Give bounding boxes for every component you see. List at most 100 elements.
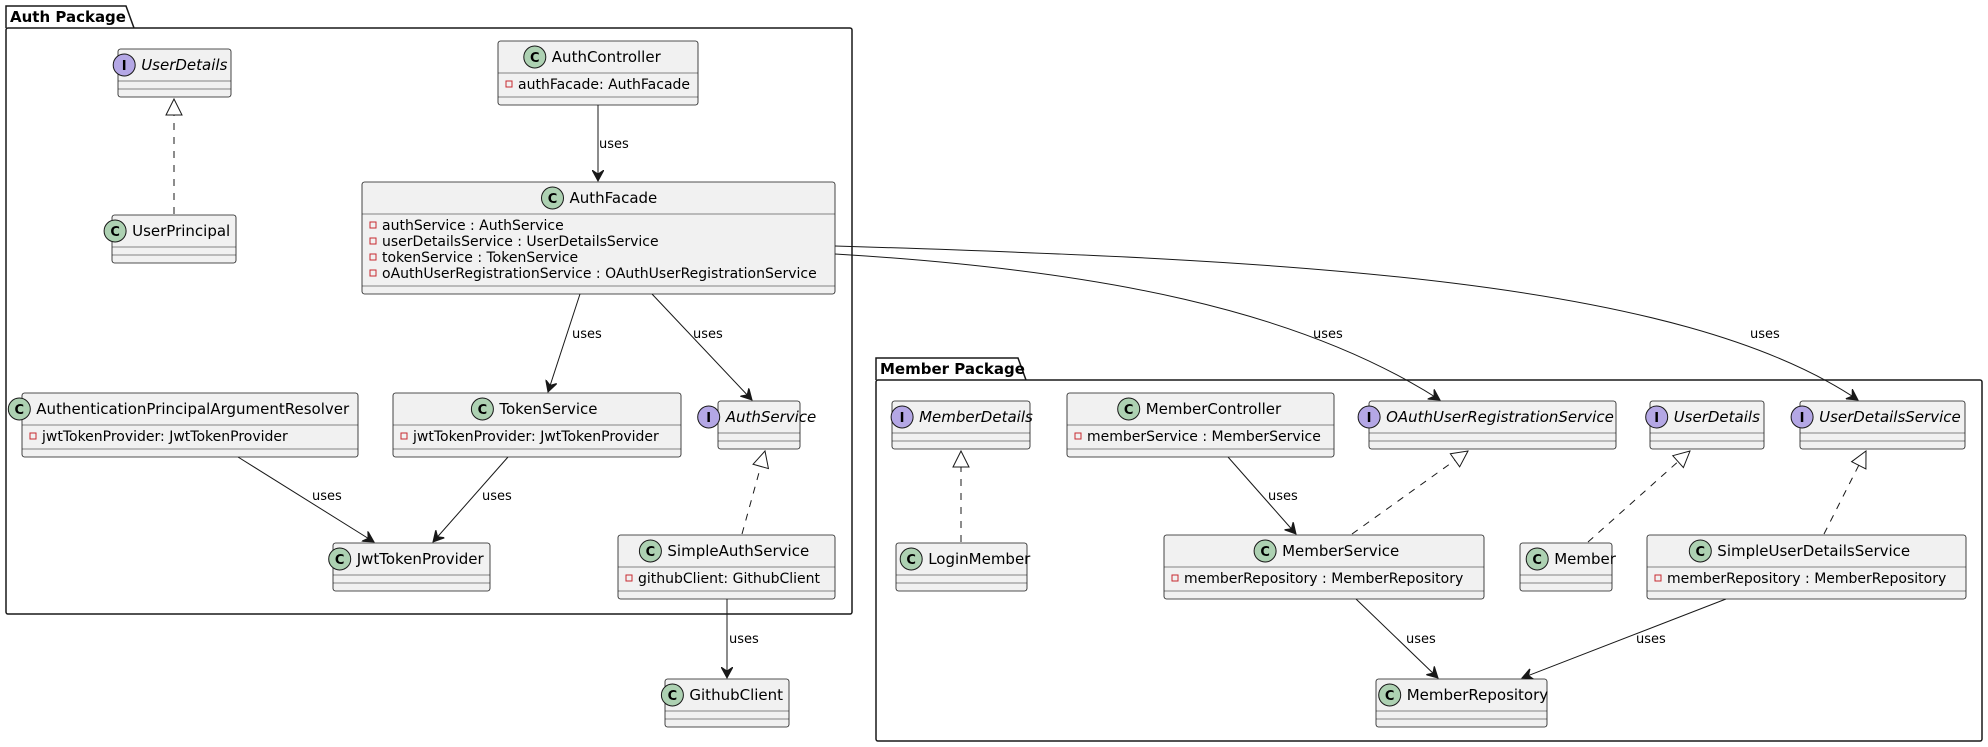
realization-edge-simpleuserdetailsservice-to-userdetailsservice bbox=[1823, 451, 1866, 535]
private-visibility-icon bbox=[369, 221, 377, 229]
svg-text:C: C bbox=[335, 553, 345, 568]
svg-text:I: I bbox=[900, 411, 905, 426]
interface-box-auth_userdetails[interactable]: I UserDetails bbox=[112, 48, 232, 98]
class-box-githubclient[interactable]: C GithubClient bbox=[660, 678, 790, 728]
edge-label: uses bbox=[1313, 327, 1343, 342]
class-box-authfacade[interactable]: C AuthFacade authService : AuthServiceuser… bbox=[361, 181, 836, 295]
svg-text:C: C bbox=[1260, 545, 1270, 560]
class-field: memberRepository : MemberRepository bbox=[1667, 571, 1946, 587]
class-name: UserDetails bbox=[141, 56, 227, 74]
realization-edge-member-to-member_userdetails bbox=[1587, 451, 1690, 543]
private-visibility-icon bbox=[369, 237, 377, 245]
svg-text:C: C bbox=[668, 689, 678, 704]
class-name: LoginMember bbox=[928, 550, 1031, 568]
svg-text:C: C bbox=[15, 403, 25, 418]
class-body bbox=[895, 542, 1028, 592]
class-field: tokenService : TokenService bbox=[382, 250, 578, 266]
package-frame bbox=[875, 379, 1983, 742]
svg-text:C: C bbox=[548, 192, 558, 207]
class-stereotype-icon: C bbox=[660, 683, 684, 707]
package-title: Member Package bbox=[880, 360, 1025, 378]
class-box-simpleuserdetailsservice[interactable]: C SimpleUserDetailsService memberRepositor… bbox=[1646, 534, 1967, 600]
edge-label: uses bbox=[572, 327, 602, 342]
class-name: MemberController bbox=[1146, 400, 1282, 418]
class-stereotype-icon: C bbox=[470, 397, 494, 421]
realization-edge-simpleauthservice-to-authservice bbox=[741, 451, 765, 535]
class-stereotype-icon: C bbox=[541, 186, 564, 210]
interface-stereotype-icon: I bbox=[112, 53, 136, 77]
class-body bbox=[891, 400, 1031, 450]
class-field: oAuthUserRegistrationService : OAuthUser… bbox=[382, 266, 817, 282]
private-visibility-icon bbox=[1171, 574, 1179, 582]
private-visibility-icon bbox=[369, 269, 377, 277]
class-box-memberservice[interactable]: C MemberService memberRepository : MemberR… bbox=[1163, 534, 1485, 600]
interface-stereotype-icon: I bbox=[1645, 405, 1669, 429]
private-visibility-icon bbox=[505, 80, 513, 88]
class-stereotype-icon: C bbox=[638, 539, 662, 563]
class-name: SimpleUserDetailsService bbox=[1717, 542, 1910, 560]
class-field: authFacade: AuthFacade bbox=[518, 77, 690, 93]
class-stereotype-icon: C bbox=[1525, 547, 1549, 571]
class-stereotype-icon: C bbox=[1688, 539, 1712, 563]
class-field: jwtTokenProvider: JwtTokenProvider bbox=[412, 429, 659, 445]
interface-box-member_userdetails[interactable]: I UserDetails bbox=[1645, 400, 1765, 450]
svg-text:C: C bbox=[1696, 545, 1706, 560]
uses-edge-authfacade-to-userdetailsservice bbox=[834, 245, 1858, 400]
edge-label: uses bbox=[1406, 632, 1436, 647]
svg-text:C: C bbox=[530, 51, 540, 66]
uses-edge-authresolver-to-jwttokenprovider bbox=[237, 456, 374, 542]
class-field: userDetailsService : UserDetailsService bbox=[382, 234, 659, 250]
class-field: authService : AuthService bbox=[382, 218, 564, 234]
package-tab bbox=[875, 357, 1027, 381]
class-name: SimpleAuthService bbox=[667, 542, 809, 560]
class-box-authresolver[interactable]: C AuthenticationPrincipalArgumentResolver… bbox=[7, 392, 359, 458]
interface-stereotype-icon: I bbox=[1790, 405, 1814, 429]
class-name: AuthService bbox=[725, 408, 817, 426]
uses-edge-tokenservice-to-jwttokenprovider bbox=[433, 456, 509, 542]
class-stereotype-icon: C bbox=[7, 397, 31, 421]
class-name: AuthFacade bbox=[570, 189, 658, 207]
class-body bbox=[1375, 678, 1548, 728]
interface-box-oauthreg[interactable]: I OAuthUserRegistrationService bbox=[1357, 400, 1617, 450]
class-field: memberRepository : MemberRepository bbox=[1184, 571, 1463, 587]
edge-label: uses bbox=[1750, 327, 1780, 342]
class-box-authcontroller[interactable]: C AuthController authFacade: AuthFacade bbox=[497, 40, 699, 106]
svg-text:I: I bbox=[1367, 411, 1372, 426]
class-name: AuthController bbox=[552, 48, 662, 66]
class-name: OAuthUserRegistrationService bbox=[1386, 408, 1614, 426]
class-name: UserPrincipal bbox=[132, 222, 230, 240]
svg-text:I: I bbox=[706, 411, 711, 426]
edge-label: uses bbox=[482, 489, 512, 504]
realization-edge-memberservice-to-oauthreg bbox=[1351, 451, 1468, 535]
class-stereotype-icon: C bbox=[1253, 539, 1277, 563]
uses-edge-memberservice-to-memberrepository bbox=[1355, 598, 1438, 678]
package-title: Auth Package bbox=[10, 8, 126, 26]
interface-box-authservice[interactable]: I AuthService bbox=[697, 400, 817, 450]
class-body bbox=[717, 400, 801, 450]
private-visibility-icon bbox=[29, 432, 37, 440]
interface-stereotype-icon: I bbox=[697, 405, 721, 429]
package-tab bbox=[5, 5, 135, 29]
package-member: Member Package bbox=[875, 357, 1983, 742]
class-name: GithubClient bbox=[689, 686, 783, 704]
uses-edge-authfacade-to-tokenservice bbox=[548, 293, 581, 392]
class-name: UserDetails bbox=[1674, 408, 1760, 426]
svg-text:C: C bbox=[478, 403, 488, 418]
class-name: AuthenticationPrincipalArgumentResolver bbox=[36, 400, 350, 418]
svg-text:C: C bbox=[1385, 689, 1395, 704]
class-stereotype-icon: C bbox=[523, 45, 547, 69]
edge-label: uses bbox=[312, 489, 342, 504]
class-name: MemberService bbox=[1282, 542, 1399, 560]
edge-label: uses bbox=[599, 137, 629, 152]
